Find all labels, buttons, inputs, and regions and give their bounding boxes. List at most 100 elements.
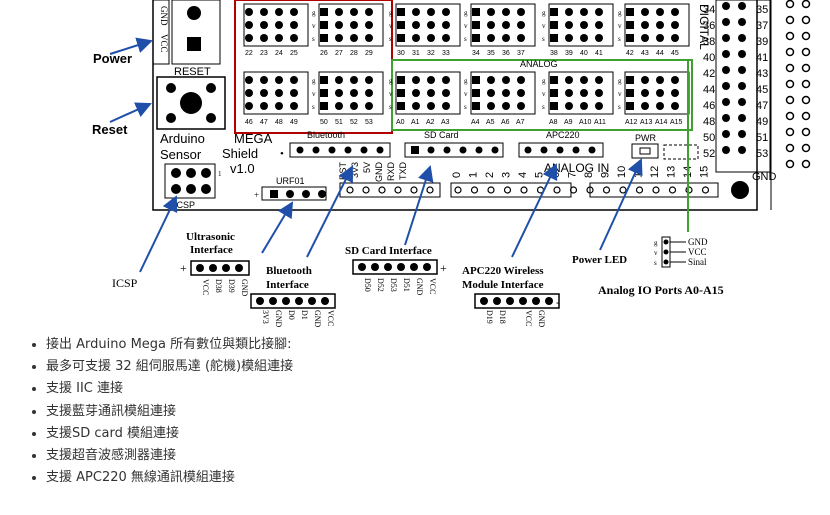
digital-number: 46 [703,100,715,112]
servo-group [548,71,614,115]
far-right-pins [785,0,811,169]
power-in-pin [426,186,434,194]
digital-number: 37 [756,20,768,32]
icsp-pin [186,168,196,178]
gvs-mark: g [464,77,468,85]
analog-io-callout: Analog IO Ports A0-A15 [598,283,724,297]
servo-pin [550,8,558,16]
power-in-pins [346,186,434,194]
pin-strip-pin [282,297,290,305]
bluetooth-label: Bluetooth [307,130,345,140]
bluetooth-pins: • [280,146,384,160]
analog-in-number: 2 [484,172,496,178]
analog-in-number: 10 [616,166,628,178]
gvs-mark: s [464,35,467,43]
urf-plus: + [254,190,259,200]
analog-in-number: 15 [699,166,711,178]
analog-in-pin [602,186,611,194]
icsp-pins: 1 [171,168,222,194]
pin-strip-box [190,260,250,276]
servo-pin [335,102,343,110]
servo-pin [290,21,298,29]
apc220-if-callout: APC220 Wireless Module Interface [462,265,546,291]
pin-strip-pin [506,297,514,305]
pin-strip-pin [256,297,264,305]
servo-pin [626,8,634,16]
servo-pin [502,89,510,97]
pin-strip-label: GND [537,310,546,328]
servo-pin [641,34,649,42]
servo-pin [397,76,405,84]
servo-pin [626,34,634,42]
edge-pin [785,111,795,121]
sdcard-label: SD Card [424,130,459,140]
servo-pin [656,21,664,29]
pin-strip-label: VCC [524,310,533,326]
urf-pin [270,190,278,198]
analog-in-number: 12 [649,166,661,178]
edge-pin [801,95,811,105]
arduino-sensor-label: Arduino Sensor [160,131,208,162]
pin-strip-plus: - [556,295,560,309]
servo-pin [595,8,603,16]
mega-shield-line: MEGA [234,131,273,146]
servo-number: 30 [397,50,405,57]
servo-pin [427,21,435,29]
servo-pin [472,8,480,16]
digital-pin [738,34,746,42]
analog-in-pin [553,186,561,194]
gvs-mark: s [618,35,621,43]
servo-pin [412,76,420,84]
servo-pin [442,21,450,29]
servo-pin [595,34,603,42]
servo-pin [502,76,510,84]
servo-pin [245,21,253,29]
servo-pin [656,89,664,97]
analog-number: A10 [579,119,592,126]
gvs-mark: g [464,9,468,17]
servo-group [318,71,384,115]
servo-pin [580,34,588,42]
servo-pin [350,89,358,97]
apc-pin [588,146,596,154]
apc220-if-line: Module Interface [462,279,544,291]
analog-in-number: 4 [517,172,529,178]
gvs-mark: s [312,103,315,111]
bluetooth-arrow [306,165,353,258]
servo-pin [350,102,358,110]
servo-number: 46 [245,119,253,126]
servo-pin [365,34,373,42]
pin-strip-pin [235,264,243,272]
gvs-mark: g [389,9,393,17]
digital-number: 41 [756,52,768,64]
edge-pin [785,95,795,105]
servo-pin [412,21,420,29]
servo-number: 49 [290,119,298,126]
servo-pin [260,89,268,97]
servo-number: 35 [487,50,495,57]
pin-strip-pin [493,297,501,305]
servo-pin [502,102,510,110]
analog-in-pin [586,186,594,194]
servo-number: 31 [412,50,420,57]
servo-pin [656,34,664,42]
legend-pin-label: GND [688,237,708,247]
servo-pin [565,34,573,42]
analog-in-pin [619,186,627,194]
gvs-mark: s [542,103,545,111]
servo-pin [671,89,679,97]
servo-number: 53 [365,119,373,126]
servo-pin [442,102,450,110]
sdcard-arrow [404,165,434,246]
digital-pin [722,98,730,106]
digital-number: 49 [756,116,768,128]
analog-in-number: 7 [567,172,579,178]
servo-number: 34 [472,50,480,57]
servo-number: 50 [320,119,328,126]
servo-group [548,3,614,47]
icsp-pin [201,184,211,194]
urf01-pins: + [254,190,326,200]
bluetooth-pin-label: 3V3 [350,162,360,178]
